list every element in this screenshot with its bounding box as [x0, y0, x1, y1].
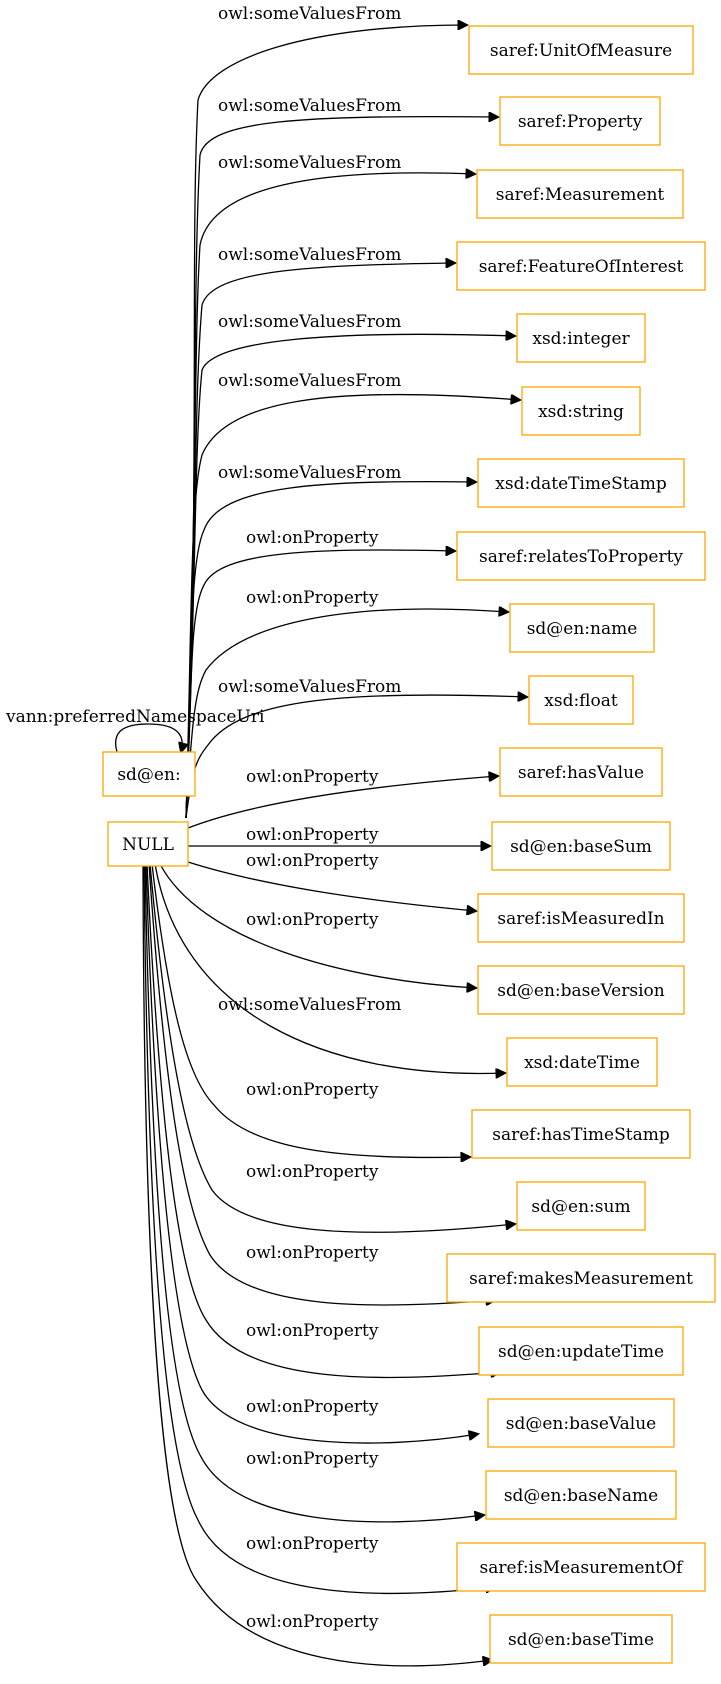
edge-label-17: owl:onProperty: [246, 1162, 379, 1182]
node-makes-measurement[interactable]: saref:makesMeasurement: [446, 1253, 716, 1303]
node-sd-sum[interactable]: sd@en:sum: [516, 1181, 646, 1231]
node-label: saref:hasTimeStamp: [492, 1125, 670, 1145]
node-xsd-float[interactable]: xsd:float: [528, 675, 634, 725]
node-label: saref:FeatureOfInterest: [479, 257, 684, 277]
node-has-time-stamp[interactable]: saref:hasTimeStamp: [471, 1109, 691, 1159]
node-unit-of-measure[interactable]: saref:UnitOfMeasure: [468, 25, 694, 75]
edge-label-22: owl:onProperty: [246, 1534, 379, 1554]
node-label: xsd:float: [544, 691, 618, 711]
node-label: sd@en:baseName: [504, 1486, 658, 1506]
edge-label-1: owl:someValuesFrom: [218, 4, 401, 24]
edge-self-loop: [115, 723, 183, 752]
edge-to-base-name: [144, 863, 484, 1523]
edge-to-xsd-string: [185, 393, 520, 819]
edge-label-18: owl:onProperty: [246, 1243, 379, 1263]
edge-to-relates-to-property: [185, 550, 455, 819]
node-xsd-datetime[interactable]: xsd:dateTime: [506, 1037, 658, 1087]
edge-label-8: owl:onProperty: [246, 528, 379, 548]
node-label: sd@en:baseValue: [506, 1414, 656, 1434]
node-label: xsd:dateTime: [524, 1053, 640, 1073]
edge-label-21: owl:onProperty: [246, 1449, 379, 1469]
edge-label-11: owl:onProperty: [246, 767, 379, 787]
node-label: xsd:integer: [532, 329, 630, 349]
edge-to-update-time: [146, 863, 500, 1379]
node-label: NULL: [122, 835, 174, 855]
node-label: sd@en:baseSum: [510, 837, 652, 857]
node-base-value[interactable]: sd@en:baseValue: [487, 1398, 675, 1448]
node-label: saref:relatesToProperty: [479, 547, 683, 567]
node-label: sd@en:baseVersion: [497, 981, 664, 1001]
edge-to-has-value: [187, 776, 498, 829]
edge-to-base-time: [142, 863, 492, 1667]
node-is-measurement-of[interactable]: saref:isMeasurementOf: [456, 1542, 706, 1592]
node-label: xsd:string: [538, 402, 624, 422]
node-label: saref:UnitOfMeasure: [490, 41, 672, 61]
node-base-name[interactable]: sd@en:baseName: [485, 1470, 677, 1520]
edge-to-base-version: [159, 863, 476, 988]
edge-label-self-loop: vann:preferredNamespaceUri: [5, 707, 265, 727]
node-label: sd@en:: [117, 765, 180, 785]
edge-to-base-value: [145, 863, 478, 1444]
edge-label-10: owl:someValuesFrom: [218, 677, 401, 697]
node-label: sd@en:sum: [531, 1197, 630, 1217]
edge-label-3: owl:someValuesFrom: [218, 153, 401, 173]
node-label: sd@en:name: [527, 619, 638, 639]
edge-to-xsd-integer: [185, 334, 515, 819]
node-sd-en[interactable]: sd@en:: [102, 751, 196, 797]
node-label: xsd:dateTimeStamp: [495, 474, 667, 494]
edge-to-is-measurement-of: [143, 863, 495, 1594]
node-has-value[interactable]: saref:hasValue: [499, 747, 663, 797]
node-label: saref:makesMeasurement: [469, 1269, 693, 1289]
node-label: saref:Measurement: [496, 185, 665, 205]
edge-label-7: owl:someValuesFrom: [218, 463, 401, 483]
node-base-version[interactable]: sd@en:baseVersion: [477, 965, 685, 1015]
node-label: saref:isMeasurementOf: [480, 1558, 685, 1578]
edge-label-6: owl:someValuesFrom: [218, 371, 401, 391]
edge-label-20: owl:onProperty: [246, 1397, 379, 1417]
edge-label-19: owl:onProperty: [246, 1321, 379, 1341]
node-update-time[interactable]: sd@en:updateTime: [478, 1326, 684, 1376]
edge-to-makes-measurement: [148, 863, 495, 1305]
edge-to-sd-name: [185, 609, 508, 819]
node-is-measured-in[interactable]: saref:isMeasuredIn: [477, 893, 685, 943]
edge-label-5: owl:someValuesFrom: [218, 312, 401, 332]
edge-to-sd-sum: [149, 863, 515, 1233]
node-xsd-integer[interactable]: xsd:integer: [516, 313, 646, 363]
node-xsd-datetimestamp[interactable]: xsd:dateTimeStamp: [477, 458, 685, 508]
edge-label-4: owl:someValuesFrom: [218, 245, 401, 265]
edge-to-has-time-stamp: [151, 863, 470, 1157]
node-relates-to-property[interactable]: saref:relatesToProperty: [456, 531, 706, 581]
edge-to-is-measured-in: [187, 861, 476, 911]
node-measurement[interactable]: saref:Measurement: [476, 169, 684, 219]
node-feature-of-interest[interactable]: saref:FeatureOfInterest: [456, 241, 706, 291]
node-null[interactable]: NULL: [107, 821, 189, 867]
edge-label-23: owl:onProperty: [246, 1612, 379, 1632]
node-property[interactable]: saref:Property: [499, 96, 661, 146]
node-label: saref:Property: [518, 112, 643, 132]
node-label: sd@en:baseTime: [508, 1630, 654, 1650]
node-sd-name[interactable]: sd@en:name: [509, 603, 655, 653]
node-label: sd@en:updateTime: [498, 1342, 664, 1362]
edge-label-15: owl:someValuesFrom: [218, 995, 401, 1015]
edge-to-xsd-datetime: [154, 863, 505, 1073]
edge-label-9: owl:onProperty: [246, 588, 379, 608]
edge-label-14: owl:onProperty: [246, 910, 379, 930]
node-base-sum[interactable]: sd@en:baseSum: [491, 821, 671, 871]
edge-label-2: owl:someValuesFrom: [218, 96, 401, 116]
node-label: saref:hasValue: [518, 763, 644, 783]
edge-label-12: owl:onProperty: [246, 825, 379, 845]
node-base-time[interactable]: sd@en:baseTime: [489, 1614, 673, 1664]
edge-to-xsd-datetimestamp: [185, 482, 476, 819]
edge-label-13: owl:onProperty: [246, 851, 379, 871]
node-xsd-string[interactable]: xsd:string: [521, 386, 641, 436]
edge-label-16: owl:onProperty: [246, 1080, 379, 1100]
node-label: saref:isMeasuredIn: [497, 909, 664, 929]
